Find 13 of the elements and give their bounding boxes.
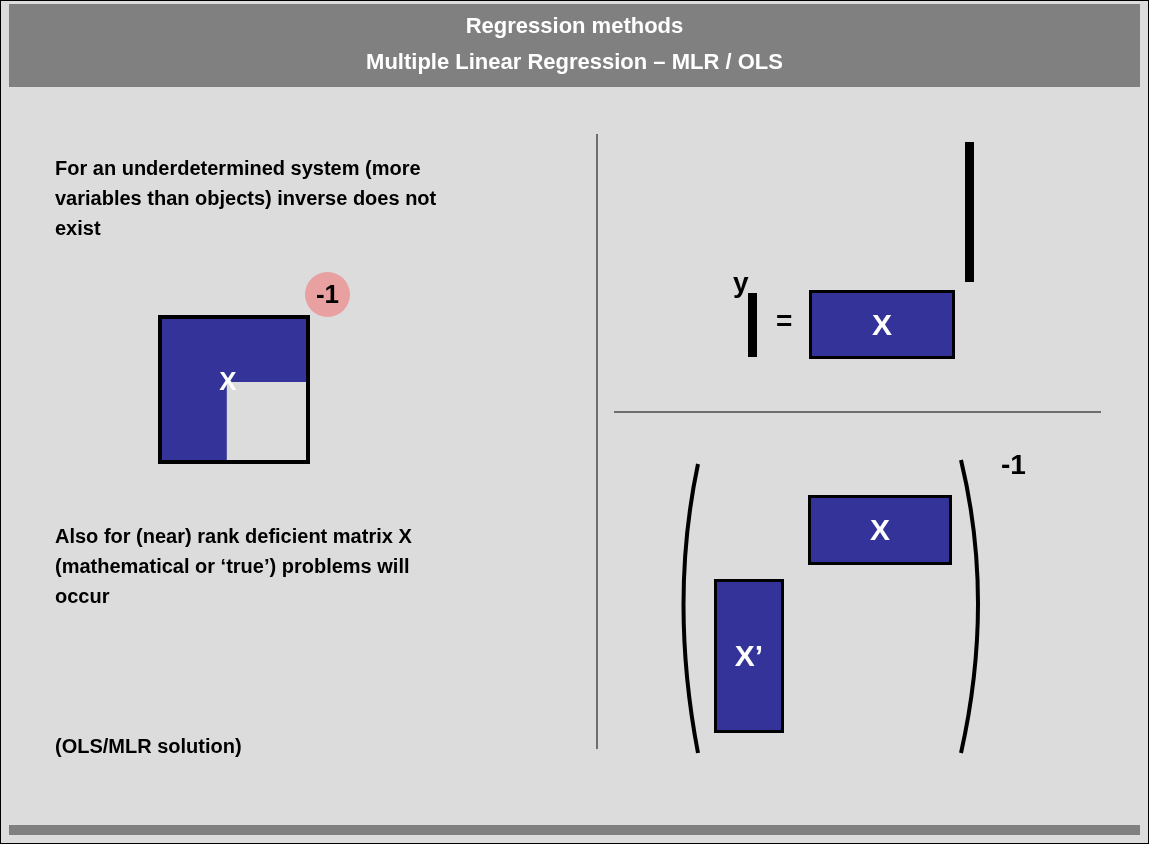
- matrix-square: X: [158, 315, 310, 464]
- slide-title: Regression methods: [464, 13, 685, 39]
- matrix-box: X: [809, 290, 955, 359]
- vector-label: y: [733, 267, 749, 299]
- note-text: (OLS/MLR solution): [55, 734, 243, 759]
- explanation-text: For an underdetermined system (more variables than objects) inverse does not exist: [55, 156, 438, 241]
- equals-sign: =: [776, 305, 793, 337]
- inverse-badge: -1: [305, 272, 350, 317]
- slide-subtitle: Multiple Linear Regression – MLR / OLS: [365, 49, 784, 75]
- matrix-box: X: [808, 495, 952, 565]
- inverse-exponent: -1: [1001, 449, 1026, 481]
- matrix-box: X’: [714, 579, 784, 733]
- explanation-text: Also for (near) rank deficient matrix X (mathematical or ‘true’) problems will occur: [55, 524, 413, 609]
